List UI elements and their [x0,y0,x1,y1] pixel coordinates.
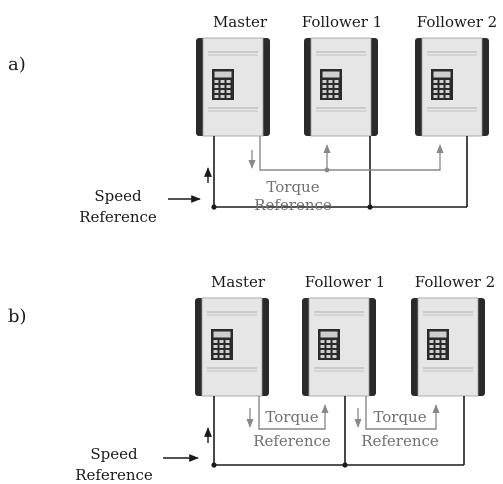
panel-b-torque-line-2 [365,396,437,430]
panel-b-speed-bus [213,396,465,466]
panel-b-node-master [211,462,217,468]
panel-a-follower-2-label: Follower 2 [417,13,497,31]
panel-b-master-drive [194,297,270,397]
panel-a-master-drive [195,37,271,137]
panel-b-follower-2-label: Follower 2 [415,273,495,291]
panel-a-follower-2-drive [414,37,490,137]
panel-b-label: b) [8,306,27,327]
panel-a-speed-bus [213,136,468,208]
panel-b-speed-label: Speed [90,445,138,463]
panel-b-master-label: Master [211,273,266,291]
panel-b-follower-1-drive [301,297,377,397]
panel-a-torque-line [259,136,441,171]
panel-a-master-label: Master [213,13,268,31]
panel-a-torque-node [324,167,330,173]
panel-b-torque-1-label: Torque [265,408,318,426]
panel-b-node-follower-1 [342,462,348,468]
panel-b-torque-2-label: Torque [373,408,426,426]
panel-b: b) Master Follower 1 Follower 2 Torq [8,273,495,484]
panel-b-follower-2-drive [410,297,486,397]
panel-b-speed-reference-label: Reference [75,466,153,484]
panel-a-node-master [211,204,217,210]
panel-a-torque-reference-label: Reference [254,196,332,214]
panel-a-label: a) [8,54,26,75]
panel-b-torque-line-1 [258,396,326,430]
panel-a-follower-1-drive [303,37,379,137]
panel-a-speed-label: Speed [94,187,142,205]
panel-b-follower-1-label: Follower 1 [305,273,385,291]
panel-b-torque-2-reference-label: Reference [361,432,439,450]
panel-a: a) Master Follower 1 Follower 2 Torque R… [8,13,497,226]
panel-b-torque-1-reference-label: Reference [253,432,331,450]
panel-a-speed-reference-label: Reference [79,208,157,226]
panel-a-node-follower-1 [367,204,373,210]
panel-a-torque-label: Torque [266,178,319,196]
panel-a-follower-1-label: Follower 1 [302,13,382,31]
